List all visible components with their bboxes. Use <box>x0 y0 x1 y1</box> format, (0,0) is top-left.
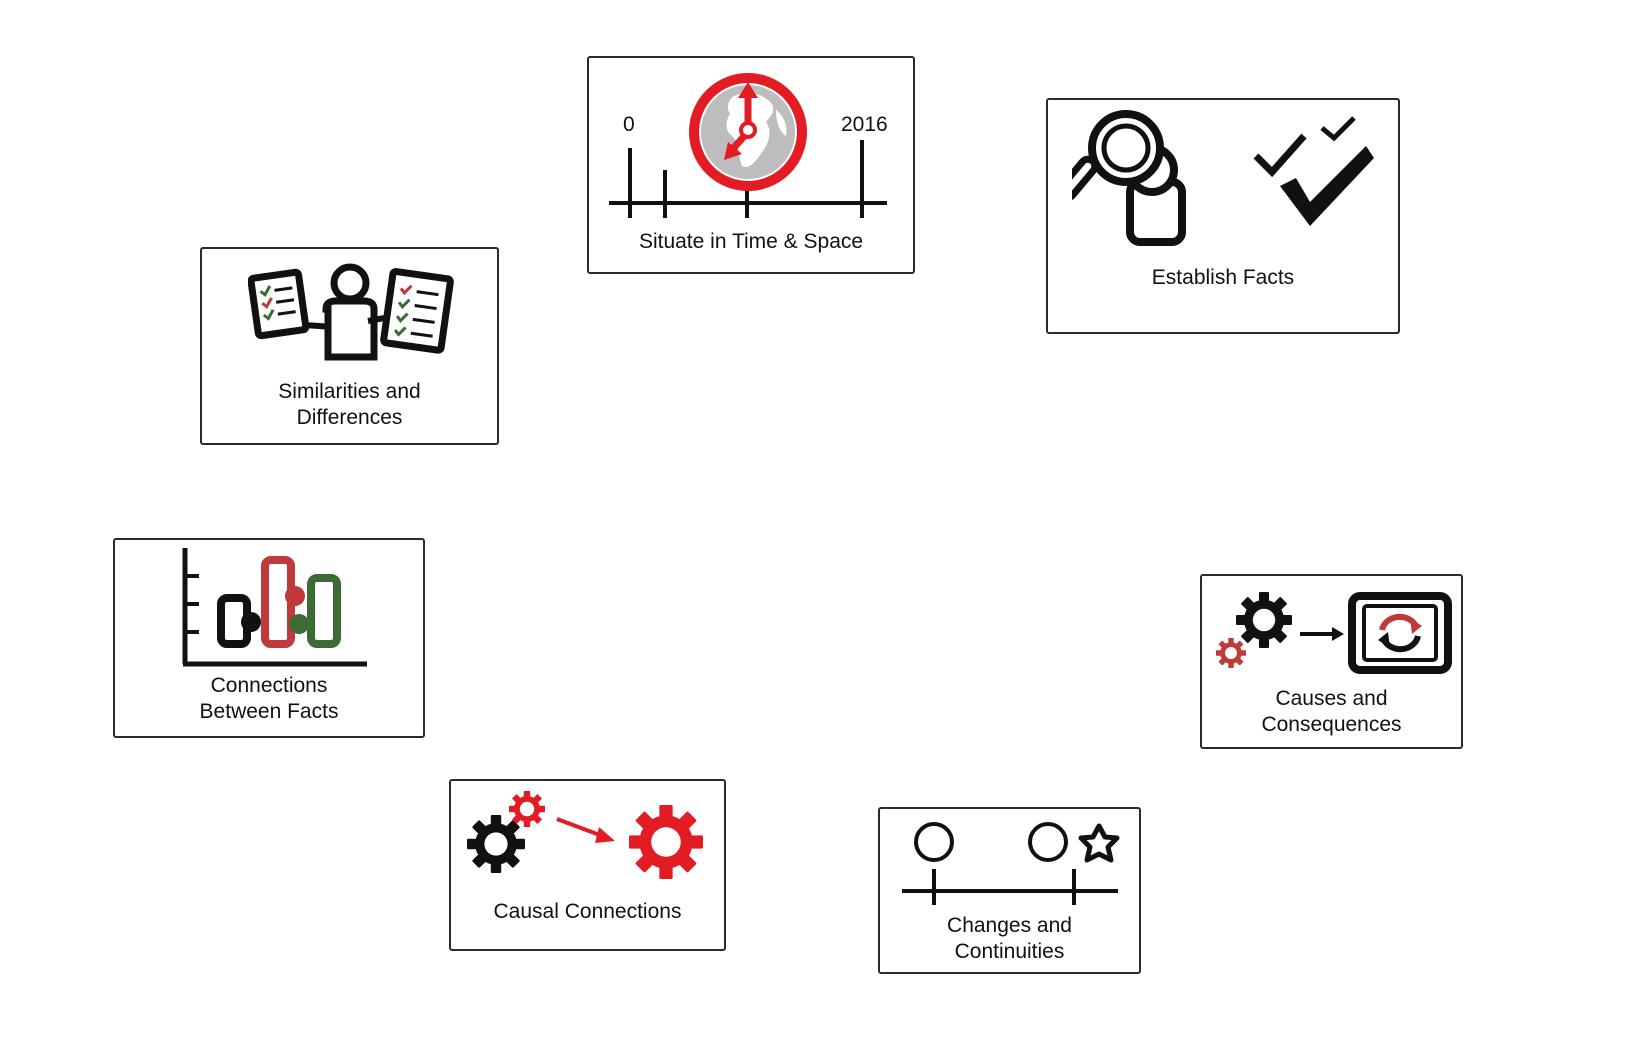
card-label: Connections Between Facts <box>115 673 423 725</box>
gears-icon <box>467 791 545 873</box>
card-label-line1: Changes and <box>947 914 1072 937</box>
card-label: Establish Facts <box>1151 266 1295 289</box>
card-connections-between-facts[interactable]: Connections Between Facts <box>113 538 425 738</box>
checkmarks-icon <box>1253 116 1374 226</box>
bar-chart-icon <box>182 548 367 667</box>
card-label-line2: Continuities <box>954 940 1065 963</box>
timeline-end-label: 2016 <box>841 113 888 136</box>
card-situate-time-space[interactable]: 0 2016 Situate in Time & Space <box>587 56 915 274</box>
card-label: Situate in Time & Space <box>638 230 864 253</box>
card-label-line2: Between Facts <box>199 700 339 723</box>
arrow-right-icon <box>556 817 615 843</box>
gears-icon <box>1216 592 1292 668</box>
gear-icon <box>629 805 703 879</box>
card-label: Changes and Continuities <box>880 913 1139 965</box>
person-comparing-lists-icon <box>248 263 454 361</box>
timeline-start-label: 0 <box>623 113 635 136</box>
magnifier-person-icon <box>1072 110 1186 246</box>
card-label: Causal Connections <box>493 900 682 923</box>
star-change-icon <box>1078 823 1120 863</box>
timeline-icon <box>902 822 1118 905</box>
card-label-line1: Similarities and <box>278 380 421 403</box>
card-establish-facts[interactable]: Establish Facts <box>1046 98 1400 334</box>
cycle-screen-icon <box>1348 592 1452 674</box>
globe-clock-icon <box>689 73 807 191</box>
card-label-line2: Differences <box>296 406 403 429</box>
card-causal-connections[interactable]: Causal Connections <box>449 779 726 951</box>
arrow-right-icon <box>1300 627 1344 641</box>
card-label: Similarities and Differences <box>202 379 497 431</box>
card-causes-consequences[interactable]: Causes and Consequences <box>1200 574 1463 749</box>
card-label: Causes and Consequences <box>1202 686 1461 738</box>
card-changes-continuities[interactable]: Changes and Continuities <box>878 807 1141 974</box>
card-label-line1: Connections <box>210 674 328 697</box>
card-label-line2: Consequences <box>1261 713 1402 736</box>
card-similarities-differences[interactable]: Similarities and Differences <box>200 247 499 445</box>
card-label-line1: Causes and <box>1275 687 1388 710</box>
